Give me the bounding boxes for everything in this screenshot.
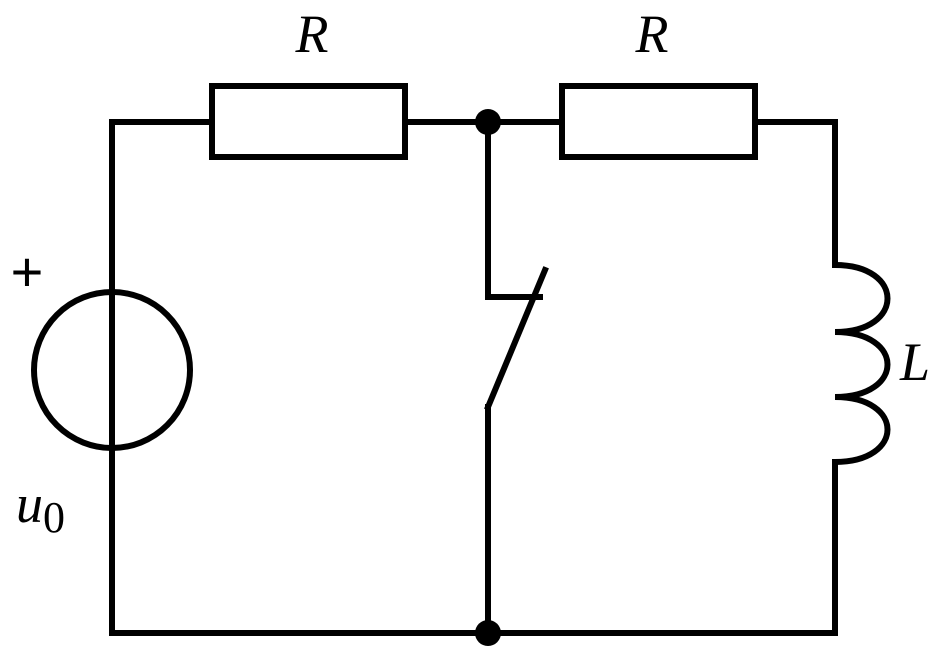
source-plus-sign: + bbox=[11, 240, 44, 303]
switch-blade bbox=[484, 266, 549, 411]
resistor-right-body bbox=[559, 83, 758, 160]
resistor-left-body bbox=[209, 83, 408, 160]
resistor-left-label: R bbox=[295, 4, 329, 64]
wires bbox=[109, 119, 838, 636]
source-label-subscript: 0 bbox=[43, 493, 65, 542]
voltage-source-circle bbox=[31, 289, 193, 451]
junction-node-bottom bbox=[475, 620, 501, 646]
inductor-coil bbox=[831, 261, 891, 466]
wire-switch-upper bbox=[485, 119, 543, 300]
resistor-right-label: R bbox=[635, 4, 669, 64]
junction-node-top bbox=[475, 109, 501, 135]
source-label-symbol: u bbox=[16, 474, 43, 534]
inductor-label: L bbox=[899, 332, 930, 392]
source-label: u0 bbox=[16, 474, 65, 542]
